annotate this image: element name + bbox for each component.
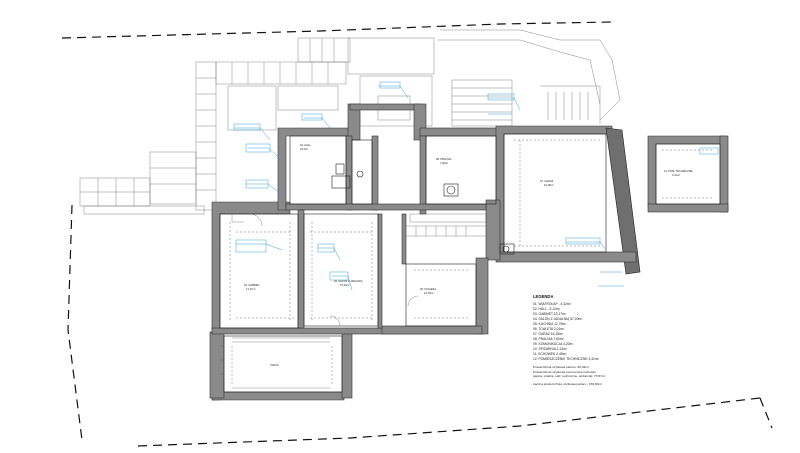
room-label-gabinet: 03. GABINET [244, 283, 260, 287]
legend-title: LEGENDA [533, 294, 553, 299]
paving-grid [79, 37, 351, 215]
room-label-salon: 04. SALON Z JADALNIĄ [334, 279, 363, 283]
room-label-hall: 02. HALL [300, 143, 311, 147]
north-annex [347, 29, 621, 127]
room-area-garaz: 16,18m² [544, 183, 554, 187]
legend-item: 10. SPIŻARNIA 2,13m² [533, 346, 568, 351]
dimension-lines [229, 139, 600, 386]
legend-sum: Powierzchnia użytkowa parteru: 86,33m² [533, 365, 589, 369]
room-label-taras: TARAS [270, 363, 279, 367]
room-label-technik: 12. POM. TECHNICZNE [664, 169, 693, 173]
legend-item: 07. GARAŻ 16,18m² [533, 331, 564, 336]
room-area-gabinet: 13,17m² [246, 287, 256, 291]
room-labels: 04. SALON Z JADALNIĄ 57,20m² 07. GARAŻ 1… [244, 143, 693, 367]
room-area-salon: 57,20m² [340, 283, 350, 287]
site-boundary [61, 21, 773, 447]
legend-item: 04. SALON Z JADALNIĄ 57,20m² [533, 317, 583, 321]
legend-item: 06. TOALETA 2,01m² [533, 327, 565, 331]
legend-item: 11. SCHOWEK 2,45m² [533, 352, 567, 356]
legend-sum: Powierzchnia użytkowa pomocnicza (schowk… [533, 370, 596, 374]
room-area-kuchnia: 12,79m² [424, 291, 434, 295]
legend-sum: garaże, pralnia, spiż, techniczne, spiża… [533, 374, 605, 378]
room-area-hall: 9,12m² [300, 147, 308, 151]
room-label-garaz: 07. GARAŻ [540, 178, 554, 183]
annotations [233, 81, 624, 291]
room-label-pralnia: 08. PRALNIA [436, 157, 452, 161]
legend-item: 12. POMIESZCZENIE TECHNICZNE 3,41m² [533, 357, 600, 361]
detached-building [647, 135, 729, 213]
legend-item: 02. HALL - 9,12m² [533, 307, 561, 311]
room-label-kuchnia: 05. KUCHNIA [420, 287, 436, 291]
legend-item: 05. KUCHNIA 12,79m² [533, 322, 567, 326]
legend-item: 03. GABINET 13,17m² [533, 312, 567, 316]
legend-item: 09. KOMUNIKACJA 4,20m² [533, 342, 574, 346]
legend-sum: Łączna powierzchnia użytkowa parteru : 1… [533, 382, 602, 386]
interior-lines [219, 133, 607, 393]
legend-item: 01. WIATROŁAP - 4,32m² [533, 302, 572, 306]
room-area-technik: 3,41m² [672, 173, 680, 177]
legend: LEGENDA 01. WIATROŁAP - 4,32m² 02. HALL … [533, 294, 605, 386]
legend-item: 08. PRALNIA 7,60m² [533, 337, 565, 341]
room-area-pralnia: 7,60m² [440, 161, 448, 165]
